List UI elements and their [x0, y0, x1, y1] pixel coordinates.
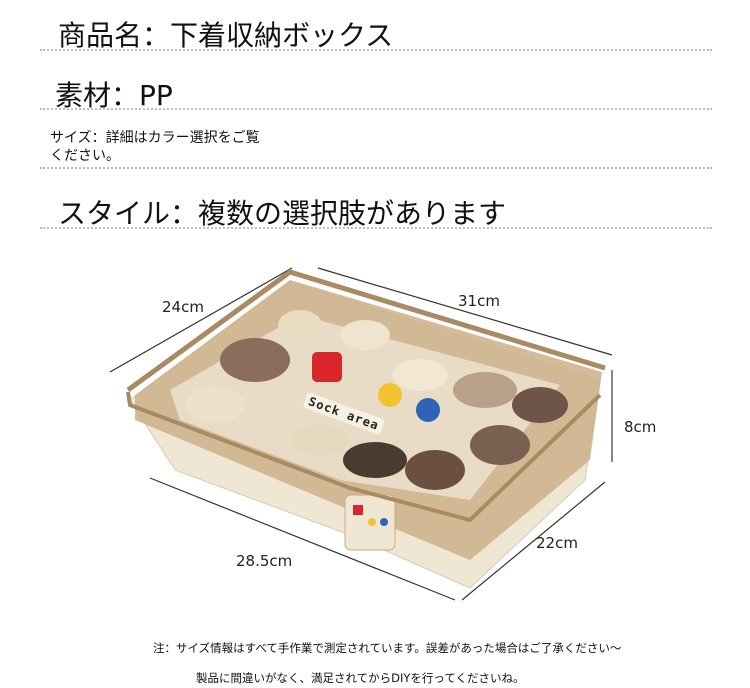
- logo-blue-dot: [416, 398, 440, 422]
- divider: [40, 108, 712, 110]
- style-info: スタイル：複数の選択肢があります: [58, 197, 507, 230]
- dimension-lines: [109, 267, 613, 601]
- divider: [40, 167, 712, 169]
- product-name: 商品名：下着収納ボックス: [58, 19, 394, 52]
- logo-yellow-dot: [378, 383, 402, 407]
- dimension-width-bottom: 28.5cm: [236, 552, 293, 570]
- logo-red-mark: [312, 352, 342, 382]
- dimension-height: 8cm: [624, 418, 657, 436]
- divider: [40, 227, 712, 229]
- size-info-line1: サイズ：詳細はカラー選択をご覧: [50, 130, 260, 146]
- note-line1: 注：サイズ情報はすべて手作業で測定されています。誤差があった場合はご了承ください…: [153, 641, 622, 655]
- dimension-width-top: 31cm: [458, 292, 500, 310]
- material: 素材：PP: [55, 79, 173, 112]
- size-info-line2: ください。: [50, 148, 120, 164]
- divider: [40, 49, 712, 51]
- dimension-depth-top: 24cm: [162, 298, 204, 316]
- dimension-depth-bottom: 22cm: [536, 534, 578, 552]
- note-line2: 製品に間違いがなく、満足されてからDIYを行ってくださいね。: [196, 671, 525, 685]
